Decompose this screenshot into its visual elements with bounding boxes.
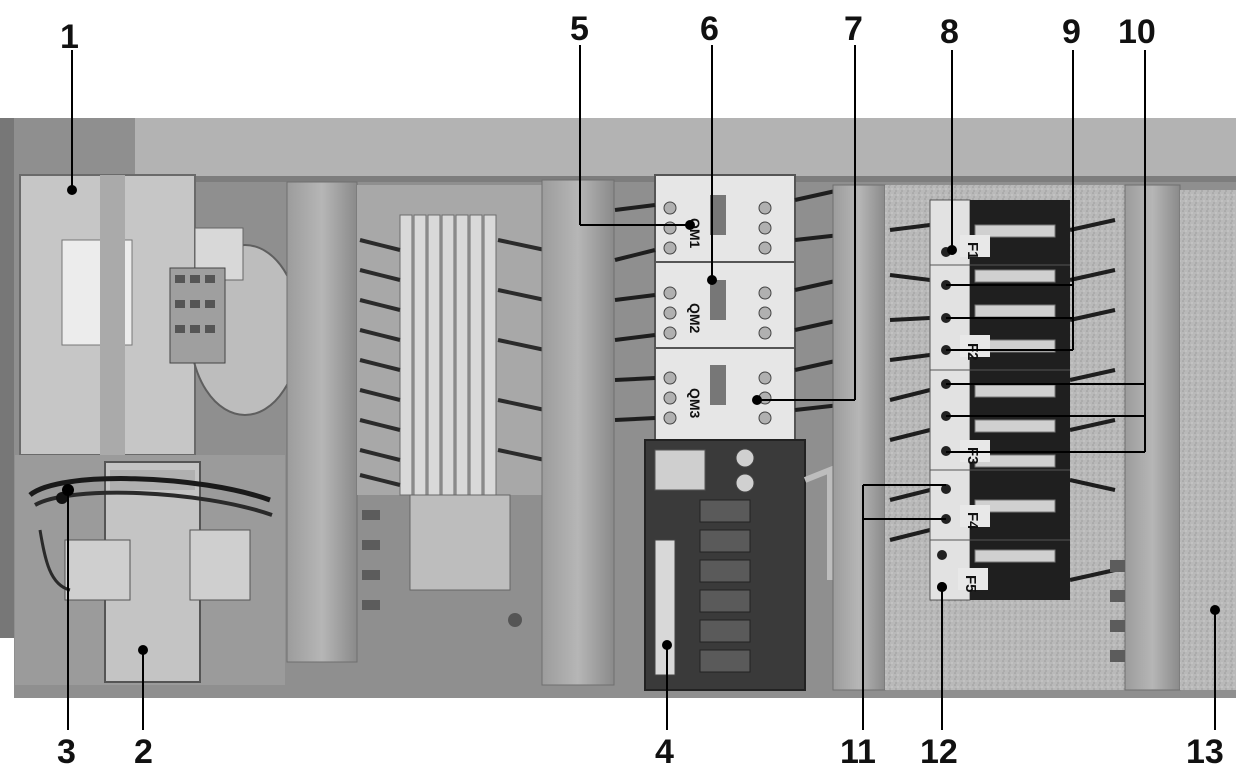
breaker-label-f5: F5 (962, 575, 979, 593)
transformer-2 (15, 455, 285, 685)
callout-3: 3 (57, 733, 76, 771)
callout-9: 9 (1062, 13, 1081, 51)
transformer-1 (19, 174, 301, 456)
vertical-duct-c (832, 184, 886, 691)
callout-4: 4 (655, 733, 674, 771)
callout-12: 12 (920, 733, 958, 771)
contactor-label-2: QM2 (687, 303, 703, 334)
callout-1: 1 (60, 18, 79, 56)
breaker-label-f1: F1 (964, 242, 981, 260)
relay-board (644, 439, 833, 691)
callout-13: 13 (1186, 733, 1224, 771)
callout-7: 7 (844, 10, 863, 48)
callout-11: 11 (840, 733, 876, 771)
terminal-block-area (357, 185, 546, 627)
breaker-group: F1 F2 F3 F4 F5 (885, 185, 1130, 690)
callout-5: 5 (570, 10, 589, 48)
contactor-label-3: QM3 (687, 388, 703, 419)
callout-8: 8 (940, 13, 959, 51)
contactor-group: QM1 QM2 QM3 (614, 174, 841, 441)
callout-lines (67, 45, 1216, 730)
vertical-duct-a (286, 181, 358, 663)
breaker-label-f4: F4 (964, 512, 981, 530)
callout-6: 6 (700, 10, 719, 48)
vertical-duct-b (541, 179, 615, 686)
callout-10: 10 (1118, 13, 1156, 51)
breaker-label-f2: F2 (964, 343, 981, 361)
mounting-plate (1180, 190, 1236, 690)
vertical-duct-d (1124, 184, 1181, 691)
top-cable-duct (135, 118, 1236, 180)
breaker-label-f3: F3 (964, 447, 981, 465)
callout-2: 2 (134, 733, 153, 771)
